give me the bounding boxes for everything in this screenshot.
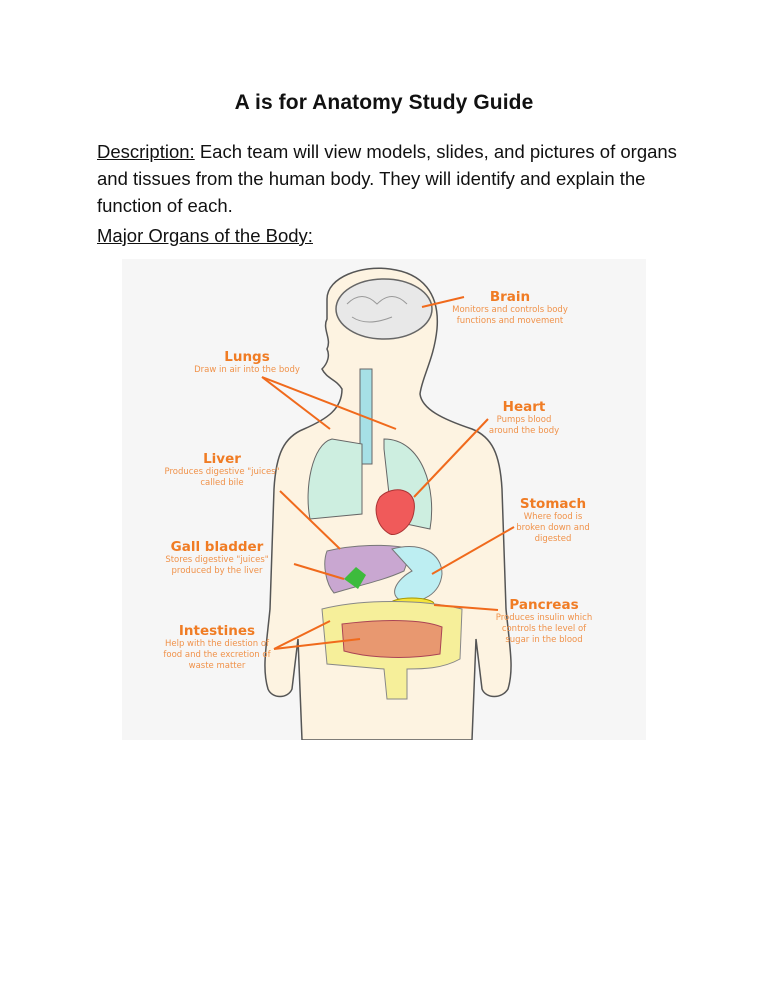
organs-heading: Major Organs of the Body: <box>97 225 313 246</box>
organ-function: Produces digestive "juices" called bile <box>164 467 280 488</box>
gallbladder-shape <box>344 567 366 589</box>
label-gall-bladder: Gall bladder Stores digestive "juices" p… <box>152 539 282 577</box>
organ-name: Stomach <box>519 496 587 512</box>
organ-name: Liver <box>203 451 241 467</box>
label-stomach: Stomach Where food is broken down and di… <box>508 496 598 545</box>
liver-shape <box>324 544 413 594</box>
organ-name: Brain <box>489 289 531 305</box>
small-intestine <box>341 620 443 658</box>
pointer-arrows <box>261 296 515 650</box>
organ-name: Gall bladder <box>170 539 264 555</box>
anatomy-diagram: Brain Monitors and controls body functio… <box>122 259 646 740</box>
label-liver: Liver Produces digestive "juices" called… <box>162 451 282 489</box>
organ-function: Produces insulin which controls the leve… <box>495 613 593 645</box>
label-brain: Brain Monitors and controls body functio… <box>440 289 580 327</box>
left-lung <box>307 438 363 520</box>
description-label: Description: <box>97 141 195 162</box>
page-title: A is for Anatomy Study Guide <box>234 91 534 114</box>
label-pancreas: Pancreas Produces insulin which controls… <box>494 597 594 646</box>
organ-name: Lungs <box>224 349 270 365</box>
brain-shape <box>335 278 433 340</box>
organ-function: Stores digestive "juices" produced by th… <box>165 555 269 576</box>
organ-function: Monitors and controls body functions and… <box>452 305 568 326</box>
organ-function: Draw in air into the body <box>194 365 300 375</box>
organ-name: Heart <box>502 399 546 415</box>
label-lungs: Lungs Draw in air into the body <box>182 349 312 376</box>
body-illustration <box>261 267 515 740</box>
organ-function: Help with the diestion of food and the e… <box>163 639 271 671</box>
description-paragraph: Description: Each team will view models,… <box>97 138 677 219</box>
organ-function: Pumps blood around the body <box>488 415 560 436</box>
stomach-shape <box>391 546 443 603</box>
label-heart: Heart Pumps blood around the body <box>482 399 566 437</box>
label-intestines: Intestines Help with the diestion of foo… <box>162 623 272 672</box>
organ-function: Where food is broken down and digested <box>516 512 590 544</box>
description-text: Each team will view models, slides, and … <box>97 141 677 216</box>
organ-name: Pancreas <box>509 597 579 613</box>
heart-shape <box>375 489 415 536</box>
organ-name: Intestines <box>178 623 256 639</box>
